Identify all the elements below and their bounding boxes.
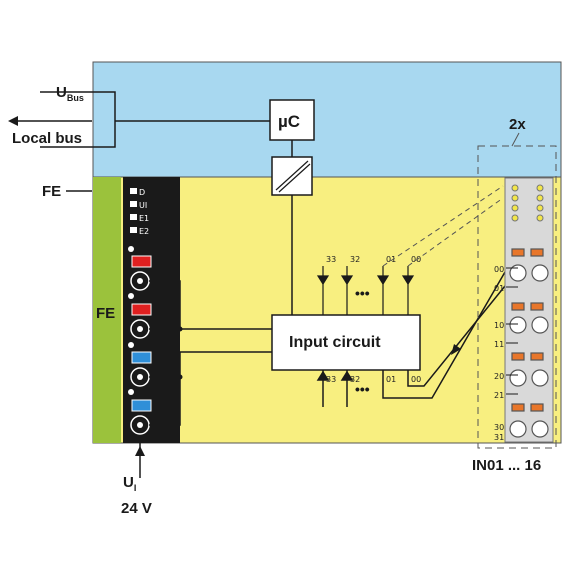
bus-area	[92, 61, 562, 178]
input-channel-01: 01	[386, 375, 396, 384]
fe-outer-label: FE	[42, 183, 61, 200]
power-connector-red-1	[128, 246, 152, 291]
input-circuit-box	[271, 314, 421, 371]
group-box	[477, 145, 557, 449]
power-connector-blue-2	[128, 389, 152, 435]
input-channel-dots: •••	[355, 381, 370, 397]
led-channel-33: 33	[326, 255, 336, 264]
svg-text:11: 11	[494, 340, 504, 349]
terminal-labels: 00 01 10 11 20 21 30 31	[494, 265, 504, 442]
input-channel-00: 00	[411, 375, 421, 384]
led-channel-01: 01	[386, 255, 396, 264]
svg-text:20: 20	[494, 372, 504, 381]
input-circuit-label: Input circuit	[289, 334, 381, 351]
led-channel-dots: •••	[355, 285, 370, 301]
local-bus-label: Local bus	[12, 130, 82, 147]
svg-text:30: 30	[494, 423, 504, 432]
fe-rail-label: FE	[96, 305, 115, 322]
power-wiring	[149, 280, 272, 426]
ui-label: UI	[123, 474, 136, 493]
led-channels: 33 32 01 00 •••	[316, 185, 504, 315]
input-channel-32: 32	[350, 375, 360, 384]
led-channel-32: 32	[350, 255, 360, 264]
power-connector-blue-1	[128, 342, 152, 387]
ubus-label: UBus	[56, 84, 84, 103]
svg-text:00: 00	[494, 265, 504, 274]
voltage-label: 24 V	[121, 500, 152, 517]
status-leds: D UI E1 E2	[130, 188, 149, 236]
microcontroller-label: µC	[278, 112, 300, 131]
terminal-points	[509, 248, 549, 438]
svg-text:10: 10	[494, 321, 504, 330]
terminal-leads	[506, 267, 518, 395]
local-bus-connector	[8, 91, 272, 148]
led-channel-00: 00	[411, 255, 421, 264]
led-label-d: D	[139, 188, 145, 197]
input-channel-33: 33	[326, 375, 336, 384]
input-channels: 33 32 01 00 •••	[316, 271, 506, 407]
led-label-ui: UI	[139, 201, 147, 210]
multiplier-label: 2x	[509, 116, 526, 133]
led-label-e1: E1	[139, 214, 149, 223]
svg-text:01: 01	[494, 284, 504, 293]
terminal-leds	[511, 184, 544, 222]
svg-text:31: 31	[494, 433, 504, 442]
svg-text:21: 21	[494, 391, 504, 400]
fe-rail	[93, 177, 121, 443]
input-range-label: IN01 ... 16	[472, 457, 541, 474]
led-label-e2: E2	[139, 227, 149, 236]
